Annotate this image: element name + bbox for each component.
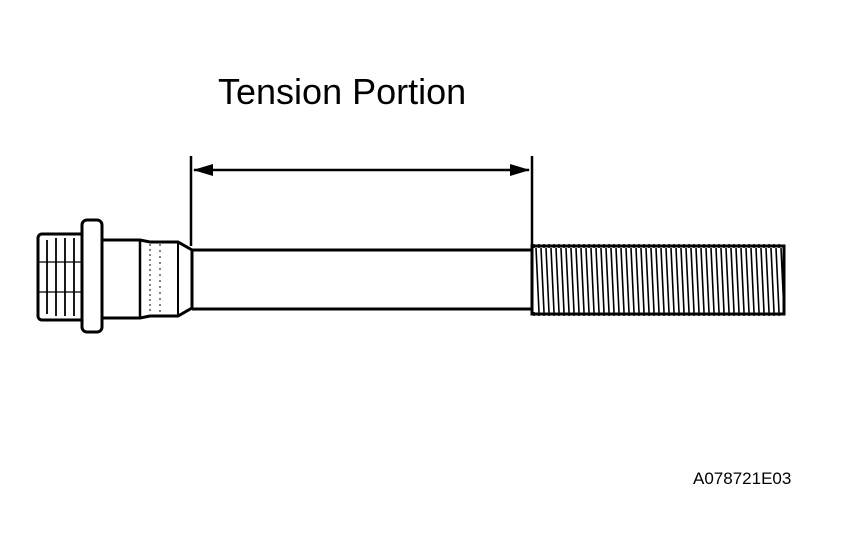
dimension-arrow (193, 164, 530, 176)
thread-line (775, 247, 780, 313)
thread-line (550, 247, 555, 313)
thread-line (655, 247, 660, 313)
bolt-shank (192, 248, 532, 311)
thread-line (640, 247, 645, 313)
thread-line (575, 247, 580, 313)
thread-line (625, 247, 630, 313)
thread-line (780, 247, 785, 313)
thread-line (590, 247, 595, 313)
thread-line (715, 247, 720, 313)
thread-line (585, 247, 590, 313)
thread-line (605, 247, 610, 313)
thread-line (710, 247, 715, 313)
thread-line (665, 247, 670, 313)
thread-line (740, 247, 745, 313)
thread-line (545, 247, 550, 313)
tension-portion-label: Tension Portion (218, 71, 466, 112)
thread-line (620, 247, 625, 313)
thread-line (755, 247, 760, 313)
thread-line (560, 247, 565, 313)
thread-line (765, 247, 770, 313)
thread-line (555, 247, 560, 313)
thread-line (635, 247, 640, 313)
thread-line (730, 247, 735, 313)
thread-line (745, 247, 750, 313)
thread-line (770, 247, 775, 313)
thread-line (735, 247, 740, 313)
thread-line (675, 247, 680, 313)
bolt-threads (530, 244, 786, 316)
thread-line (650, 247, 655, 313)
thread-line (630, 247, 635, 313)
thread-line (720, 247, 725, 313)
thread-line (570, 247, 575, 313)
bolt-neck (100, 238, 194, 320)
thread-line (580, 247, 585, 313)
thread-line (700, 247, 705, 313)
thread-line (610, 247, 615, 313)
thread-line (660, 247, 665, 313)
thread-line (725, 247, 730, 313)
thread-line (685, 247, 690, 313)
figure-id: A078721E03 (693, 469, 791, 488)
thread-line (540, 247, 545, 313)
thread-line (600, 247, 605, 313)
thread-line (670, 247, 675, 313)
thread-line (690, 247, 695, 313)
thread-line (750, 247, 755, 313)
thread-line (595, 247, 600, 313)
thread-line (705, 247, 710, 313)
thread-line (565, 247, 570, 313)
thread-line (645, 247, 650, 313)
thread-line (680, 247, 685, 313)
bolt-flange (80, 218, 104, 334)
thread-line (760, 247, 765, 313)
thread-line (535, 247, 540, 313)
thread-line (615, 247, 620, 313)
thread-line (695, 247, 700, 313)
